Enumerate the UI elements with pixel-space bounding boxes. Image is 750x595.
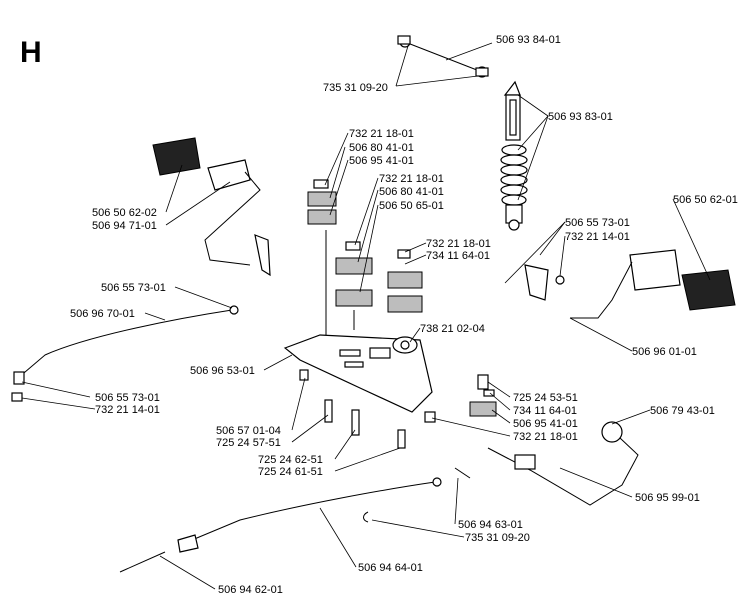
- shock-absorber-drawing: [500, 80, 528, 231]
- part-label: 725 24 57-51: [216, 437, 281, 449]
- part-label: 735 31 09-20: [323, 82, 388, 94]
- part-label: 732 21 18-01: [379, 173, 444, 185]
- part-label: 506 95 41-01: [349, 155, 414, 167]
- part-label: 506 50 65-01: [379, 200, 444, 212]
- upper-cable-drawing: [11, 305, 239, 402]
- part-label: 738 21 02-04: [420, 323, 485, 335]
- part-label: 506 55 73-01: [95, 392, 160, 404]
- part-label: 732 21 14-01: [95, 404, 160, 416]
- part-label: 506 96 53-01: [190, 365, 255, 377]
- part-label: 732 21 18-01: [513, 431, 578, 443]
- left-pedal-drawing: [152, 137, 271, 277]
- lower-cable-drawing: [119, 467, 471, 573]
- clamp-blocks-drawing: [307, 179, 497, 417]
- bolts-drawing: [299, 230, 436, 449]
- part-label: 506 96 01-01: [632, 346, 697, 358]
- part-label: 506 80 41-01: [349, 142, 414, 154]
- part-label: 506 94 62-01: [218, 584, 283, 595]
- part-label: 506 95 41-01: [513, 418, 578, 430]
- part-label: 732 21 18-01: [349, 128, 414, 140]
- part-label: 506 55 73-01: [101, 282, 166, 294]
- lever-drawing: [487, 421, 639, 506]
- part-label: 506 94 71-01: [92, 220, 157, 232]
- part-label: 725 24 53-51: [513, 392, 578, 404]
- part-label: 506 79 43-01: [650, 405, 715, 417]
- part-label: 506 95 99-01: [635, 492, 700, 504]
- part-label: 734 11 64-01: [426, 250, 490, 262]
- part-label: 734 11 64-01: [513, 405, 577, 417]
- part-label: 732 21 14-01: [565, 231, 630, 243]
- right-pedal-drawing: [524, 249, 736, 319]
- part-label: 506 50 62-01: [673, 194, 738, 206]
- base-plate-drawing: [283, 334, 433, 413]
- leader-lines: [21, 42, 711, 590]
- part-label: 506 50 62-02: [92, 207, 157, 219]
- part-label: 506 94 63-01: [458, 519, 523, 531]
- part-label: 506 96 70-01: [70, 308, 135, 320]
- part-label: 506 80 41-01: [379, 186, 444, 198]
- part-label: 506 93 83-01: [548, 111, 613, 123]
- pin-drawing: [397, 35, 489, 78]
- part-label: 735 31 09-20: [465, 532, 530, 544]
- part-label: 725 24 62-51: [258, 454, 323, 466]
- part-number-labels: 506 93 84-01 735 31 09-20 506 93 83-01 7…: [70, 34, 738, 595]
- part-label: 732 21 18-01: [426, 238, 491, 250]
- section-letter: H: [20, 36, 42, 69]
- part-label: 506 55 73-01: [565, 217, 630, 229]
- part-label: 506 93 84-01: [496, 34, 561, 46]
- part-label: 725 24 61-51: [258, 466, 323, 478]
- part-label: 506 57 01-04: [216, 425, 281, 437]
- part-label: 506 94 64-01: [358, 562, 423, 574]
